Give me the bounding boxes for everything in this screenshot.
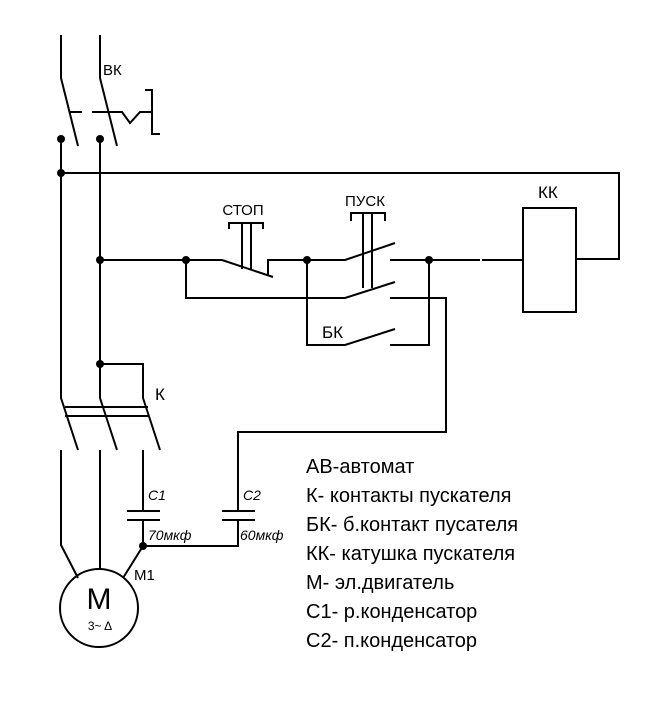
legend: АВ-автомат К- контакты пускателя БК- б.к… <box>306 456 518 652</box>
legend-item: К- контакты пускателя <box>306 485 512 507</box>
c2-value: 60мкф <box>240 527 284 543</box>
stop-button: СТОП <box>222 202 264 269</box>
c2-label: C2 <box>243 487 261 503</box>
capacitor-c2: C2 60мкф <box>222 487 284 543</box>
breaker-label: ВК <box>103 62 122 79</box>
legend-item: С1- р.конденсатор <box>306 601 477 623</box>
c1-label: C1 <box>148 487 166 503</box>
circuit-breaker: ВК <box>60 35 160 147</box>
contactor-contacts: К <box>65 385 165 417</box>
contactor-coil: КК <box>522 183 577 313</box>
motor-spec: 3~ Δ <box>88 619 112 633</box>
stop-label: СТОП <box>222 202 263 219</box>
legend-item: АВ-автомат <box>306 456 414 478</box>
motor-terminal-label: M1 <box>134 567 155 584</box>
c1-value: 70мкф <box>148 527 192 543</box>
legend-item: КК- катушка пускателя <box>306 543 515 565</box>
aux-contact-label: БК <box>322 323 343 342</box>
legend-item: БК- б.контакт пусателя <box>306 514 518 536</box>
contacts-label: К <box>155 385 165 404</box>
start-label: ПУСК <box>345 193 385 210</box>
coil-label: КК <box>538 183 558 202</box>
capacitor-c1: C1 70мкф <box>127 487 192 543</box>
motor-wires <box>60 450 239 579</box>
legend-item: М- эл.двигатель <box>306 572 454 594</box>
motor: M1 M 3~ Δ <box>59 567 155 648</box>
start-button: ПУСК <box>345 193 386 288</box>
wires <box>60 139 620 511</box>
junction-dots <box>57 135 433 550</box>
motor-symbol: M <box>87 583 112 616</box>
legend-item: С2- п.конденсатор <box>306 630 477 652</box>
